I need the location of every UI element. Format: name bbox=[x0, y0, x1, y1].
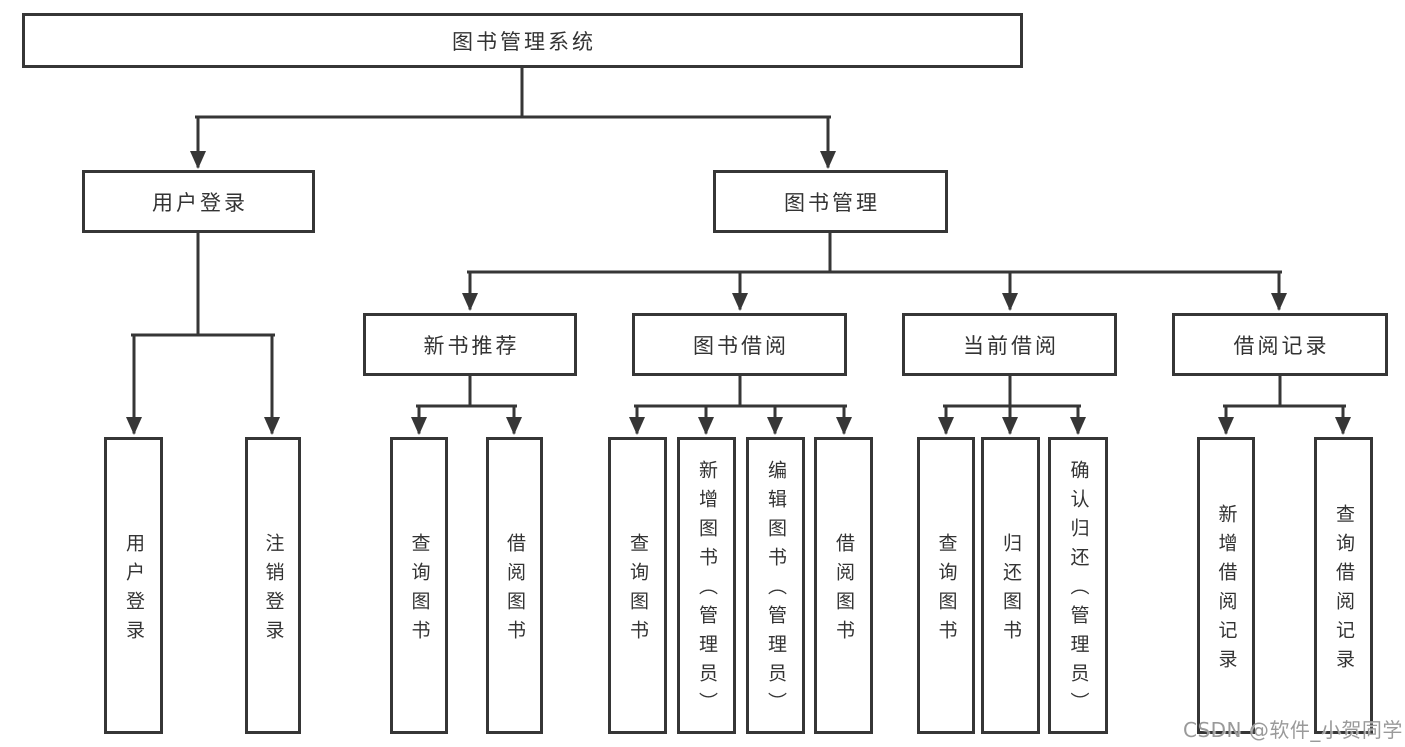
node-borrowing-records: 借阅记录 bbox=[1172, 313, 1388, 376]
node-user-login: 用户登录 bbox=[82, 170, 315, 233]
node-label: 用户登录 bbox=[152, 190, 248, 215]
node-user-login-leaf: 用户登录 bbox=[104, 437, 163, 734]
connector-lines bbox=[126, 66, 1351, 435]
node-query-books-borrowing: 查询图书 bbox=[608, 437, 667, 734]
node-add-borrow-record: 新增借阅记录 bbox=[1197, 437, 1255, 734]
node-label: 借阅图书 bbox=[833, 532, 855, 649]
node-book-borrowing: 图书借阅 bbox=[632, 313, 847, 376]
node-label: 查询借阅记录 bbox=[1333, 503, 1355, 678]
node-label: 当前借阅 bbox=[963, 333, 1059, 358]
node-label: 新增图书（管理员） bbox=[696, 460, 718, 721]
node-label: 新书推荐 bbox=[423, 333, 520, 358]
node-label: 图书管理 bbox=[784, 190, 880, 215]
node-label: 图书借阅 bbox=[693, 333, 789, 358]
node-label: 注销登录 bbox=[262, 532, 285, 649]
node-book-management: 图书管理 bbox=[713, 170, 948, 233]
node-query-books-current: 查询图书 bbox=[917, 437, 975, 734]
node-label: 查询图书 bbox=[408, 532, 431, 649]
node-borrow-books-recommend: 借阅图书 bbox=[486, 437, 543, 734]
node-label: 编辑图书（管理员） bbox=[765, 460, 787, 721]
node-label: 借阅记录 bbox=[1233, 333, 1330, 358]
node-label: 归还图书 bbox=[1000, 532, 1022, 649]
node-label: 查询图书 bbox=[935, 532, 958, 649]
node-edit-books-admin: 编辑图书（管理员） bbox=[746, 437, 805, 734]
node-query-borrow-record: 查询借阅记录 bbox=[1314, 437, 1373, 734]
node-label: 新增借阅记录 bbox=[1215, 503, 1238, 678]
node-library-system: 图书管理系统 bbox=[22, 13, 1023, 68]
node-label: 借阅图书 bbox=[504, 532, 526, 649]
node-borrow-books-leaf: 借阅图书 bbox=[814, 437, 873, 734]
node-add-books-admin: 新增图书（管理员） bbox=[677, 437, 736, 734]
node-new-book-recommend: 新书推荐 bbox=[363, 313, 577, 376]
node-label: 图书管理系统 bbox=[452, 29, 596, 54]
node-label: 查询图书 bbox=[627, 532, 649, 649]
node-confirm-return-admin: 确认归还（管理员） bbox=[1048, 437, 1108, 734]
node-logout: 注销登录 bbox=[245, 437, 301, 734]
node-label: 确认归还（管理员） bbox=[1067, 460, 1090, 721]
node-query-books-recommend: 查询图书 bbox=[390, 437, 448, 734]
csdn-watermark: CSDN @软件_小贺同学 bbox=[1183, 718, 1403, 742]
node-return-books: 归还图书 bbox=[981, 437, 1040, 734]
node-label: 用户登录 bbox=[123, 532, 145, 649]
node-current-borrowing: 当前借阅 bbox=[902, 313, 1117, 376]
